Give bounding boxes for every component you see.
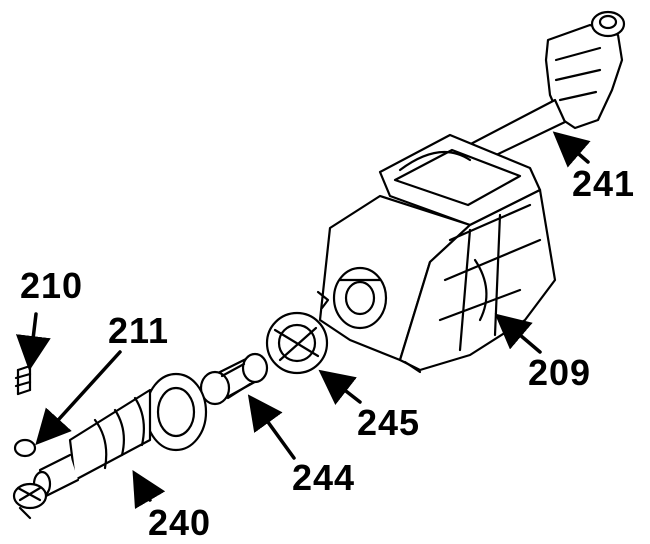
leader-240 [132,469,166,510]
part-245-retainer [265,311,329,375]
leader-209 [494,313,542,354]
leader-241 [552,131,591,168]
callout-245: 245 [357,402,421,443]
leader-lines [15,131,591,510]
leader-244 [247,394,296,460]
callout-211: 211 [108,310,170,351]
leader-210 [15,312,51,371]
part-240-gear-shaft [32,372,208,498]
callout-241: 241 [572,163,636,204]
callout-209: 209 [528,352,592,393]
leader-245 [318,369,362,406]
callout-210: 210 [20,265,84,306]
callout-240: 240 [148,502,212,543]
part-244-bushing [199,352,269,406]
part-211-clip [12,438,48,510]
callout-244: 244 [292,457,356,498]
leader-211 [35,350,122,446]
